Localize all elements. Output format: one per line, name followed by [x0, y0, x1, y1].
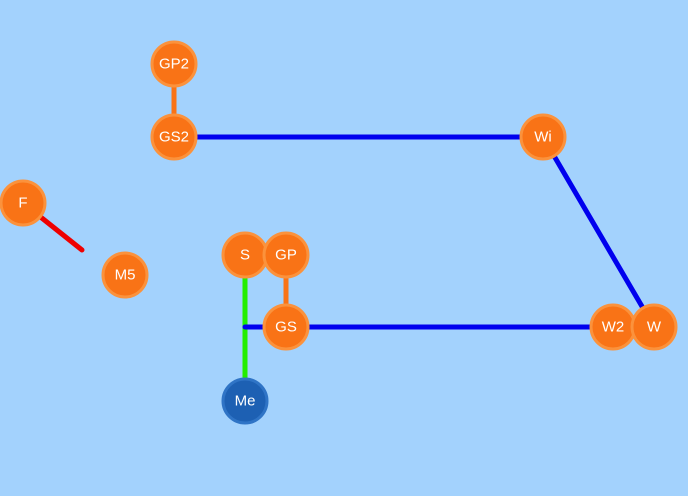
node-circle[interactable] [150, 113, 198, 161]
node-label: GS2 [159, 129, 189, 146]
node-label: W2 [602, 319, 625, 336]
node-label: F [18, 195, 27, 212]
node-circle[interactable] [0, 179, 47, 227]
node-circle[interactable] [221, 377, 269, 425]
node-s[interactable]: S [221, 231, 269, 279]
node-circle[interactable] [630, 303, 678, 351]
node-circle[interactable] [262, 231, 310, 279]
node-gp[interactable]: GP [262, 231, 310, 279]
node-gp2[interactable]: GP2 [150, 40, 198, 88]
node-label: M5 [115, 267, 136, 284]
node-f[interactable]: F [0, 179, 47, 227]
node-w2[interactable]: W2 [589, 303, 637, 351]
node-label: S [240, 247, 250, 264]
node-circle[interactable] [101, 251, 149, 299]
node-label: Me [235, 393, 256, 410]
node-gs[interactable]: GS [262, 303, 310, 351]
node-label: GP [275, 247, 297, 264]
node-w[interactable]: W [630, 303, 678, 351]
node-me[interactable]: Me [221, 377, 269, 425]
node-label: Wi [534, 129, 552, 146]
node-label: GS [275, 319, 297, 336]
node-gs2[interactable]: GS2 [150, 113, 198, 161]
node-label: W [647, 319, 662, 336]
node-m5[interactable]: M5 [101, 251, 149, 299]
links-layer [20, 61, 657, 404]
node-circle[interactable] [262, 303, 310, 351]
node-wi[interactable]: Wi [519, 113, 567, 161]
node-circle[interactable] [519, 113, 567, 161]
link-wi-w [540, 134, 657, 330]
node-circle[interactable] [150, 40, 198, 88]
node-label: GP2 [159, 56, 189, 73]
